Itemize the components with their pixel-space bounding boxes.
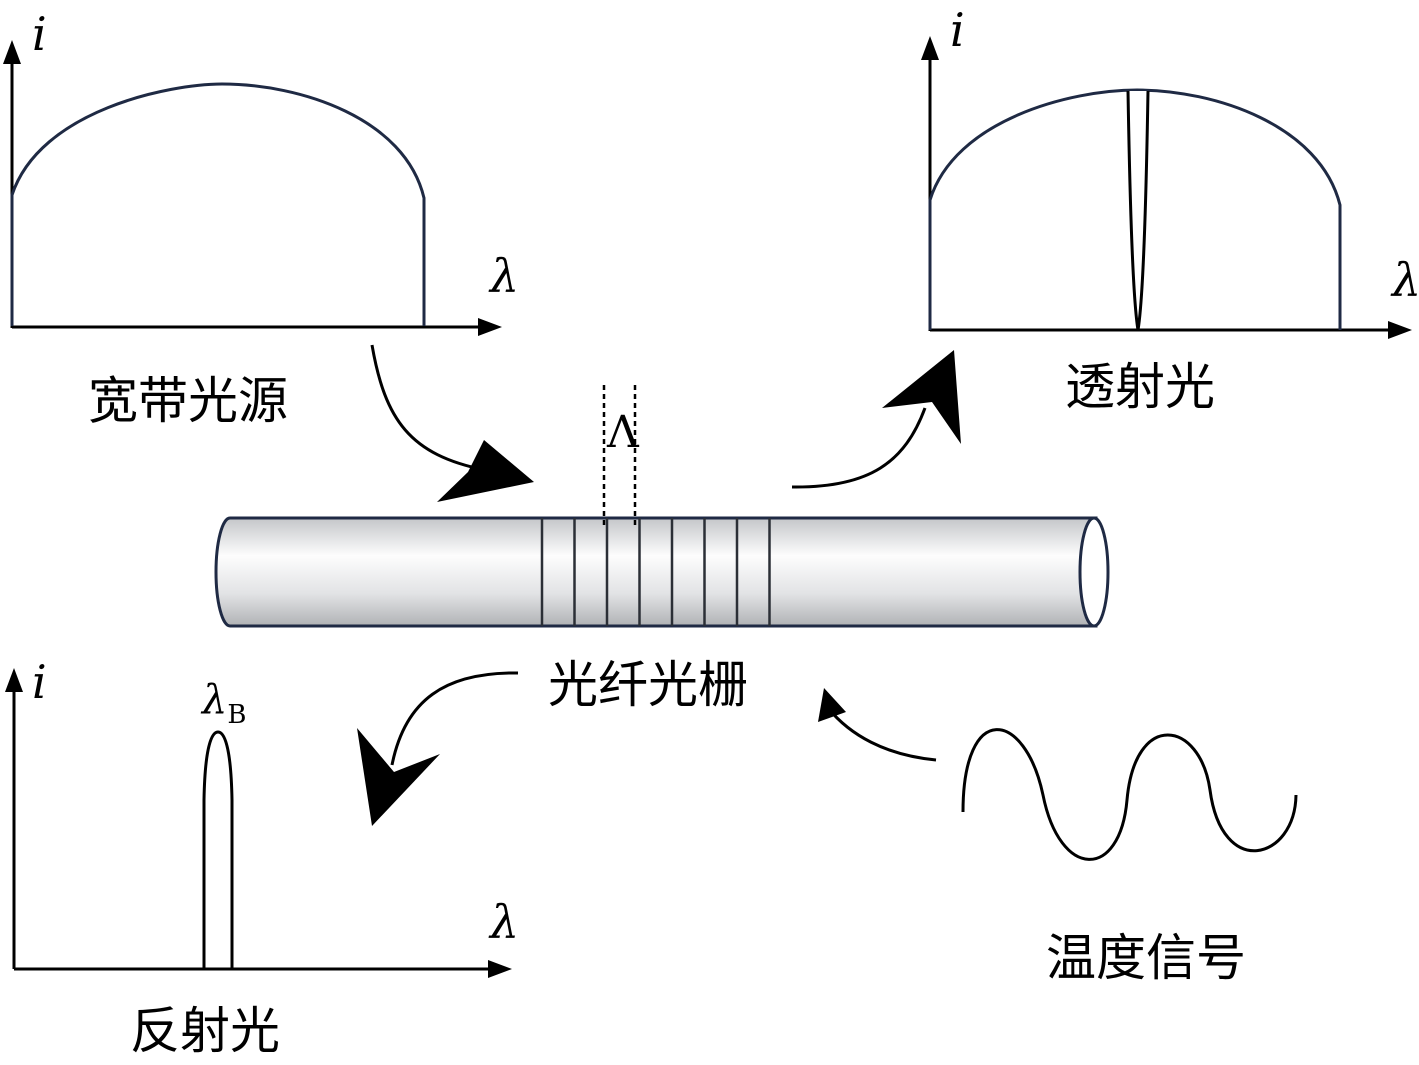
broadband-x-label: λ: [488, 249, 519, 303]
transmission-arrow-shaft: [791, 407, 927, 489]
broadband-x-arrow: [478, 318, 502, 336]
reflected-light-label: 反射光: [130, 1002, 280, 1060]
broadband-source-label: 宽带光源: [88, 372, 288, 430]
fiber-body: [214, 516, 1098, 628]
transmission-arrow: [791, 350, 961, 489]
input-arrow: [370, 344, 534, 502]
reflected-spectrum-plot: i λ λB: [5, 655, 519, 978]
grating-period-label: Λ: [606, 407, 640, 458]
reflection-arrow-head: [357, 728, 440, 826]
transmitted-light-label: 透射光: [1065, 358, 1215, 416]
temperature-arrow-shaft: [826, 707, 937, 762]
broadband-spectrum-plot: i λ: [3, 7, 519, 336]
reflection-arrow-shaft: [390, 671, 519, 766]
transmitted-y-arrow: [921, 36, 939, 60]
reflection-peak: [202, 730, 234, 969]
transmitted-spectrum-curve: [928, 88, 1342, 330]
transmission-notch: [1126, 90, 1150, 331]
reflected-y-label: i: [32, 655, 47, 709]
transmitted-spectrum-plot: i λ: [921, 3, 1419, 339]
bragg-wavelength-label: λB: [200, 677, 246, 730]
reflected-x-arrow: [488, 960, 512, 978]
reflected-y-arrow: [5, 668, 23, 692]
broadband-spectrum-curve: [10, 82, 426, 326]
broadband-y-label: i: [32, 7, 47, 61]
input-arrow-shaft: [370, 344, 486, 472]
transmitted-x-label: λ: [1390, 253, 1419, 307]
optical-fiber: [214, 516, 1110, 628]
temperature-sine-wave: [961, 728, 1298, 861]
temperature-arrow: [818, 688, 937, 762]
temperature-arrow-head: [818, 688, 846, 722]
transmission-arrow-head: [882, 350, 961, 444]
input-arrow-head: [437, 440, 534, 502]
fiber-end-face: [1078, 516, 1110, 628]
transmitted-y-label: i: [950, 3, 965, 57]
fiber-grating-label: 光纤光栅: [548, 656, 748, 714]
grating-period-marker: Λ: [602, 385, 640, 528]
broadband-y-arrow: [3, 40, 21, 64]
temperature-signal-label: 温度信号: [1046, 929, 1246, 987]
reflected-x-label: λ: [488, 895, 519, 949]
grating-lines: [540, 518, 771, 626]
reflection-arrow: [357, 671, 519, 826]
transmitted-x-arrow: [1388, 321, 1412, 339]
